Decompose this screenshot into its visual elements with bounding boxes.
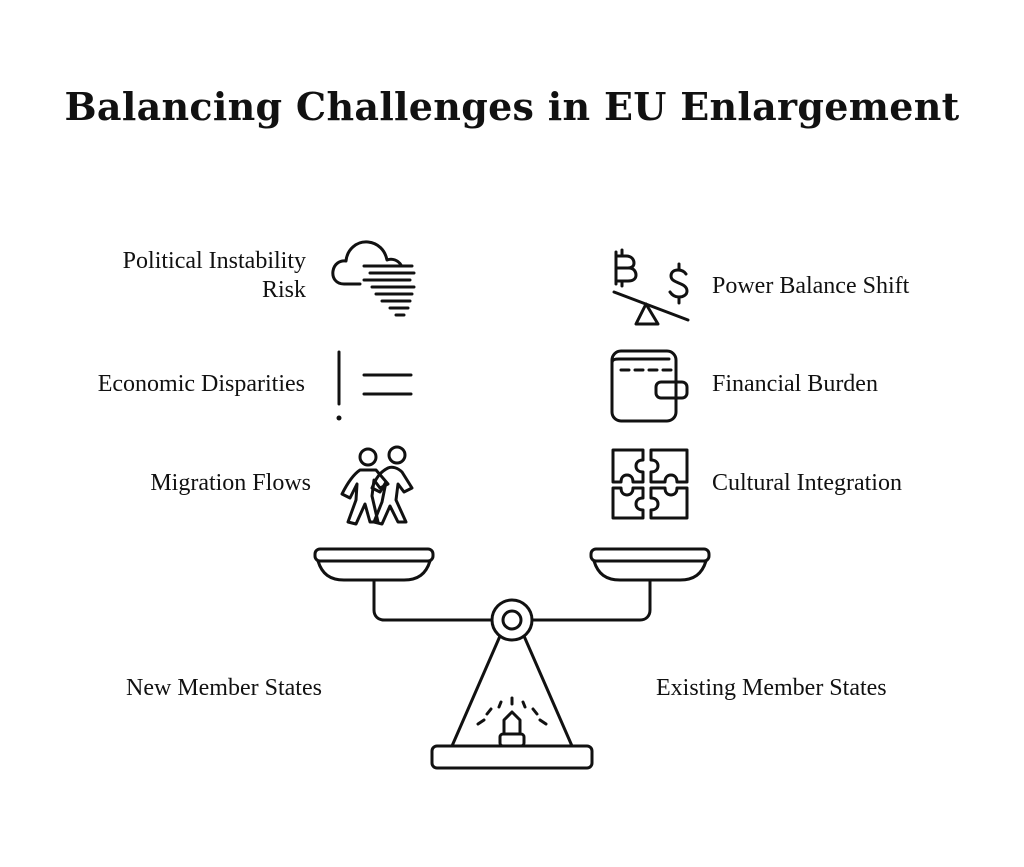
left-item-political-instability-line2: Risk <box>261 277 306 303</box>
diagram-title: Balancing Challenges in EU Enlargement <box>64 84 960 129</box>
right-item-power-balance-label: Power Balance Shift <box>712 273 910 299</box>
right-scale-pan <box>589 547 711 582</box>
left-scale-pan <box>313 547 435 582</box>
exclamation-lines-icon <box>328 350 418 424</box>
puzzle-pieces-icon <box>609 446 691 522</box>
right-group-label: Existing Member States <box>656 675 887 701</box>
left-item-economic-disparities-label: Economic Disparities <box>97 371 305 397</box>
left-group-label: New Member States <box>126 675 322 701</box>
walking-people-icon <box>330 444 420 526</box>
bitcoin-dollar-seesaw-icon <box>608 246 694 330</box>
right-item-financial-burden-label: Financial Burden <box>712 371 878 397</box>
right-item-cultural-integration-label: Cultural Integration <box>712 470 902 496</box>
left-item-political-instability-line1: Political Instability <box>122 248 306 274</box>
scale-stand <box>430 634 594 770</box>
wallet-icon <box>609 348 691 424</box>
left-item-political-instability-label: Political Instability Risk <box>123 247 306 305</box>
scale-beam <box>372 578 652 622</box>
left-item-migration-flows-label: Migration Flows <box>150 470 311 496</box>
storm-cloud-icon <box>330 236 416 320</box>
scale-pivot <box>490 598 534 642</box>
